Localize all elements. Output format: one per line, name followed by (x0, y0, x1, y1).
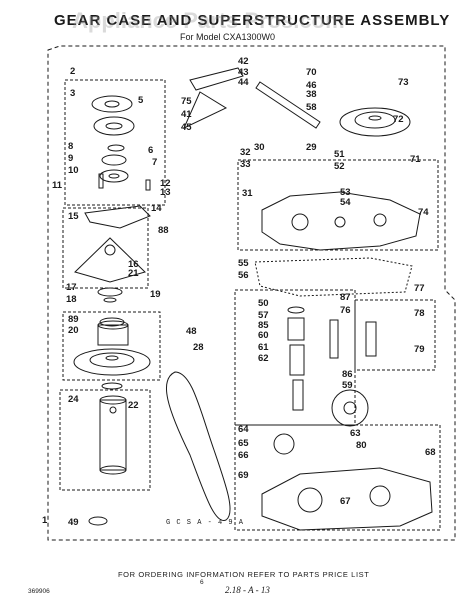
group-box-shaft (59, 389, 151, 491)
callout-17: 17 (66, 282, 77, 293)
page-number: 6 (200, 579, 204, 586)
callout-59: 59 (342, 380, 353, 391)
group-box-pulley (62, 311, 161, 381)
callout-31: 31 (242, 188, 253, 199)
callout-7: 7 (152, 157, 157, 168)
callout-72: 72 (393, 114, 404, 125)
callout-74: 74 (418, 207, 429, 218)
callout-64: 64 (238, 424, 249, 435)
callout-8: 8 (68, 141, 73, 152)
callout-21: 21 (128, 268, 139, 279)
callout-13: 13 (160, 187, 171, 198)
callout-33: 33 (240, 159, 251, 170)
ordering-note: FOR ORDERING INFORMATION REFER TO PARTS … (118, 570, 370, 579)
callout-63: 63 (350, 428, 361, 439)
callout-53: 53 (340, 187, 351, 198)
callout-56: 56 (238, 270, 249, 281)
callout-48: 48 (186, 326, 197, 337)
callout-18: 18 (66, 294, 77, 305)
callout-61: 61 (258, 342, 269, 353)
callout-78: 78 (414, 308, 425, 319)
diagram-title: GEAR CASE AND SUPERSTRUCTURE ASSEMBLY (54, 12, 451, 29)
callout-60: 60 (258, 330, 269, 341)
callout-28: 28 (193, 342, 204, 353)
callout-43: 43 (238, 67, 249, 78)
group-box-gearcase-bottom (234, 424, 441, 531)
callout-51: 51 (334, 149, 345, 160)
callout-57: 57 (258, 310, 269, 321)
group-box-pinion (354, 299, 436, 371)
callout-49: 49 (68, 517, 79, 528)
callout-73: 73 (398, 77, 409, 88)
callout-76: 76 (340, 305, 351, 316)
callout-3: 3 (70, 88, 75, 99)
gasket (254, 257, 413, 297)
callout-42: 42 (238, 56, 249, 67)
callout-70: 70 (306, 67, 317, 78)
callout-66: 66 (238, 450, 249, 461)
callout-32: 32 (240, 147, 251, 158)
callout-68: 68 (425, 447, 436, 458)
callout-85: 85 (258, 320, 269, 331)
callout-87: 87 (340, 292, 351, 303)
callout-15: 15 (68, 211, 79, 222)
callout-9: 9 (68, 153, 73, 164)
callout-10: 10 (68, 165, 79, 176)
group-box-upper-left (64, 79, 166, 206)
callout-46: 46 (306, 80, 317, 91)
callout-14: 14 (151, 203, 162, 214)
callout-55: 55 (238, 258, 249, 269)
callout-71: 71 (410, 154, 421, 165)
callout-65: 65 (238, 438, 249, 449)
callout-5: 5 (138, 95, 144, 106)
callout-67: 67 (340, 496, 351, 507)
callout-24: 24 (68, 394, 79, 405)
model-subtitle: For Model CXA1300W0 (180, 32, 276, 42)
callout-11: 11 (52, 180, 63, 191)
callout-29: 29 (306, 142, 317, 153)
callout-45: 45 (181, 122, 192, 133)
callout-58: 58 (306, 102, 317, 113)
gearcase-cover (261, 191, 421, 251)
callout-54: 54 (340, 197, 351, 208)
callout-38: 38 (306, 89, 317, 100)
callout-22: 22 (128, 400, 139, 411)
handwritten-note: 2.18 - A - 13 (225, 585, 270, 595)
assembly-outline (47, 45, 456, 541)
callout-20: 20 (68, 325, 79, 336)
callout-1: 1 (42, 515, 48, 526)
callout-41: 41 (181, 109, 192, 120)
callout-44: 44 (238, 77, 249, 88)
stamp-code: G C S A - 4 9 A (166, 519, 244, 527)
callout-75: 75 (181, 96, 192, 107)
gearcase-base (261, 467, 433, 531)
callout-6: 6 (148, 145, 153, 156)
callout-89: 89 (68, 314, 79, 325)
callout-30: 30 (254, 142, 265, 153)
callout-62: 62 (258, 353, 269, 364)
callout-12: 12 (160, 178, 171, 189)
callout-2: 2 (70, 66, 75, 77)
callout-88: 88 (158, 225, 169, 236)
callout-86: 86 (342, 369, 353, 380)
watermark: Appliance Parts Pros.com (72, 8, 345, 33)
doc-code: 369906 (28, 588, 50, 595)
callout-69: 69 (238, 470, 249, 481)
group-box-gearcase-top (237, 159, 439, 251)
drive-belt (165, 371, 231, 521)
callout-77: 77 (414, 283, 425, 294)
callout-19: 19 (150, 289, 161, 300)
callout-50: 50 (258, 298, 269, 309)
callout-80: 80 (356, 440, 367, 451)
callout-16: 16 (128, 259, 139, 270)
callout-52: 52 (334, 161, 345, 172)
callout-79: 79 (414, 344, 425, 355)
